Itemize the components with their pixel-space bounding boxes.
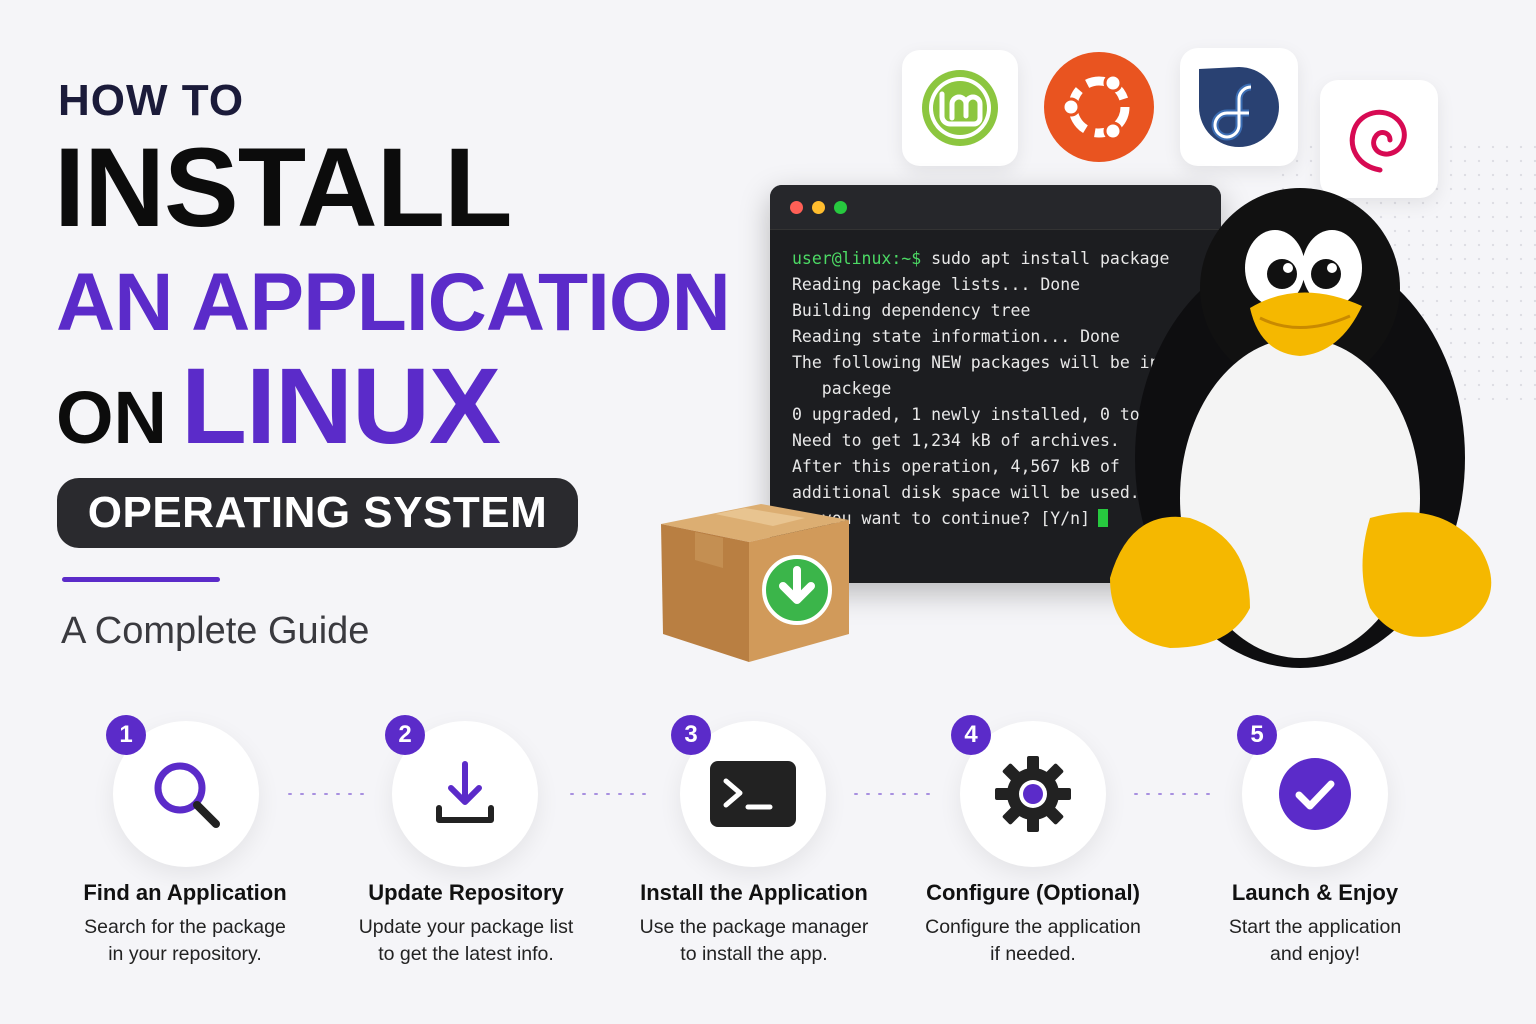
step-5-desc-line: Start the application bbox=[1228, 916, 1402, 938]
debian-icon bbox=[1349, 109, 1407, 173]
step-2-title: Update Repository bbox=[368, 880, 564, 905]
terminal-command: sudo apt install package bbox=[921, 249, 1170, 268]
terminal-line: Building dependency tree bbox=[792, 301, 1031, 320]
linux-mint-logo-card bbox=[902, 50, 1018, 166]
terminal-line: Reading state information... Done bbox=[792, 327, 1120, 346]
debian-logo-card bbox=[1320, 80, 1438, 198]
package-box-icon bbox=[661, 504, 849, 662]
step-3-description: Use the package manager to install the ap… bbox=[614, 914, 894, 968]
step-5-badge: 5 bbox=[1237, 715, 1277, 755]
subtitle: A Complete Guide bbox=[61, 610, 370, 652]
gear-icon bbox=[995, 756, 1071, 832]
terminal-line: After this operation, 4,567 kB of bbox=[792, 457, 1120, 476]
step-connector bbox=[284, 792, 370, 796]
search-icon bbox=[154, 762, 220, 828]
step-3-desc-line: Use the package manager bbox=[639, 916, 869, 938]
linux-word: LINUX bbox=[181, 345, 501, 466]
step-3-badge: 3 bbox=[671, 715, 711, 755]
step-4-badge: 4 bbox=[951, 715, 991, 755]
terminal-title-bar bbox=[770, 185, 1221, 230]
step-5-title: Launch & Enjoy bbox=[1231, 880, 1399, 905]
how-to-label: HOW TO bbox=[58, 76, 245, 125]
tux-penguin-icon bbox=[1110, 188, 1492, 668]
step-2-desc-line: Update your package list bbox=[358, 916, 574, 938]
accent-divider bbox=[62, 577, 220, 582]
ubuntu-icon bbox=[1044, 52, 1154, 162]
step-4-desc-line: if needed. bbox=[990, 943, 1076, 965]
fedora-logo-card bbox=[1180, 48, 1298, 166]
step-connector bbox=[850, 792, 938, 796]
terminal-icon bbox=[710, 761, 796, 827]
application-heading: AN APPLICATION bbox=[56, 257, 731, 348]
step-4-desc-line: Configure the application bbox=[925, 916, 1141, 938]
terminal-line: Reading package lists... Done bbox=[792, 275, 1081, 294]
step-3-title: Install the Application bbox=[640, 880, 868, 905]
step-5-desc-line: and enjoy! bbox=[1270, 943, 1360, 965]
step-1-badge: 1 bbox=[106, 715, 146, 755]
terminal-output: user@linux:~$ sudo apt install package R… bbox=[770, 230, 1221, 532]
step-1-description: Search for the package in your repository… bbox=[45, 914, 325, 968]
linux-mint-icon bbox=[922, 70, 998, 146]
step-connector bbox=[1130, 792, 1218, 796]
maximize-dot[interactable] bbox=[834, 201, 847, 214]
step-2-description: Update your package list to get the lates… bbox=[326, 914, 606, 968]
download-icon bbox=[436, 761, 494, 823]
fedora-icon bbox=[1199, 67, 1279, 147]
on-word: ON bbox=[56, 376, 167, 459]
terminal-line: additional disk space will be used. bbox=[792, 483, 1140, 502]
step-connector bbox=[566, 792, 654, 796]
step-1-desc-line: in your repository. bbox=[108, 943, 262, 965]
close-dot[interactable] bbox=[790, 201, 803, 214]
ubuntu-logo-card bbox=[1040, 48, 1158, 166]
step-5-description: Start the application and enjoy! bbox=[1175, 914, 1455, 968]
install-heading: INSTALL bbox=[54, 125, 513, 250]
step-2-badge: 2 bbox=[385, 715, 425, 755]
step-2-desc-line: to get the latest info. bbox=[378, 943, 554, 965]
terminal-line: packege bbox=[792, 379, 892, 398]
terminal-cursor bbox=[1098, 509, 1109, 527]
step-4-title: Configure (Optional) bbox=[926, 880, 1140, 905]
step-4-description: Configure the application if needed. bbox=[893, 914, 1173, 968]
step-1-desc-line: Search for the package bbox=[84, 916, 286, 938]
operating-system-pill: OPERATING SYSTEM bbox=[57, 478, 578, 548]
terminal-line: Need to get 1,234 kB of archives. bbox=[792, 431, 1120, 450]
operating-system-label: OPERATING SYSTEM bbox=[87, 488, 548, 537]
terminal-prompt: user@linux:~$ bbox=[792, 249, 922, 268]
minimize-dot[interactable] bbox=[812, 201, 825, 214]
check-icon bbox=[1279, 758, 1351, 830]
step-1-title: Find an Application bbox=[83, 880, 287, 905]
step-3-desc-line: to install the app. bbox=[680, 943, 828, 965]
